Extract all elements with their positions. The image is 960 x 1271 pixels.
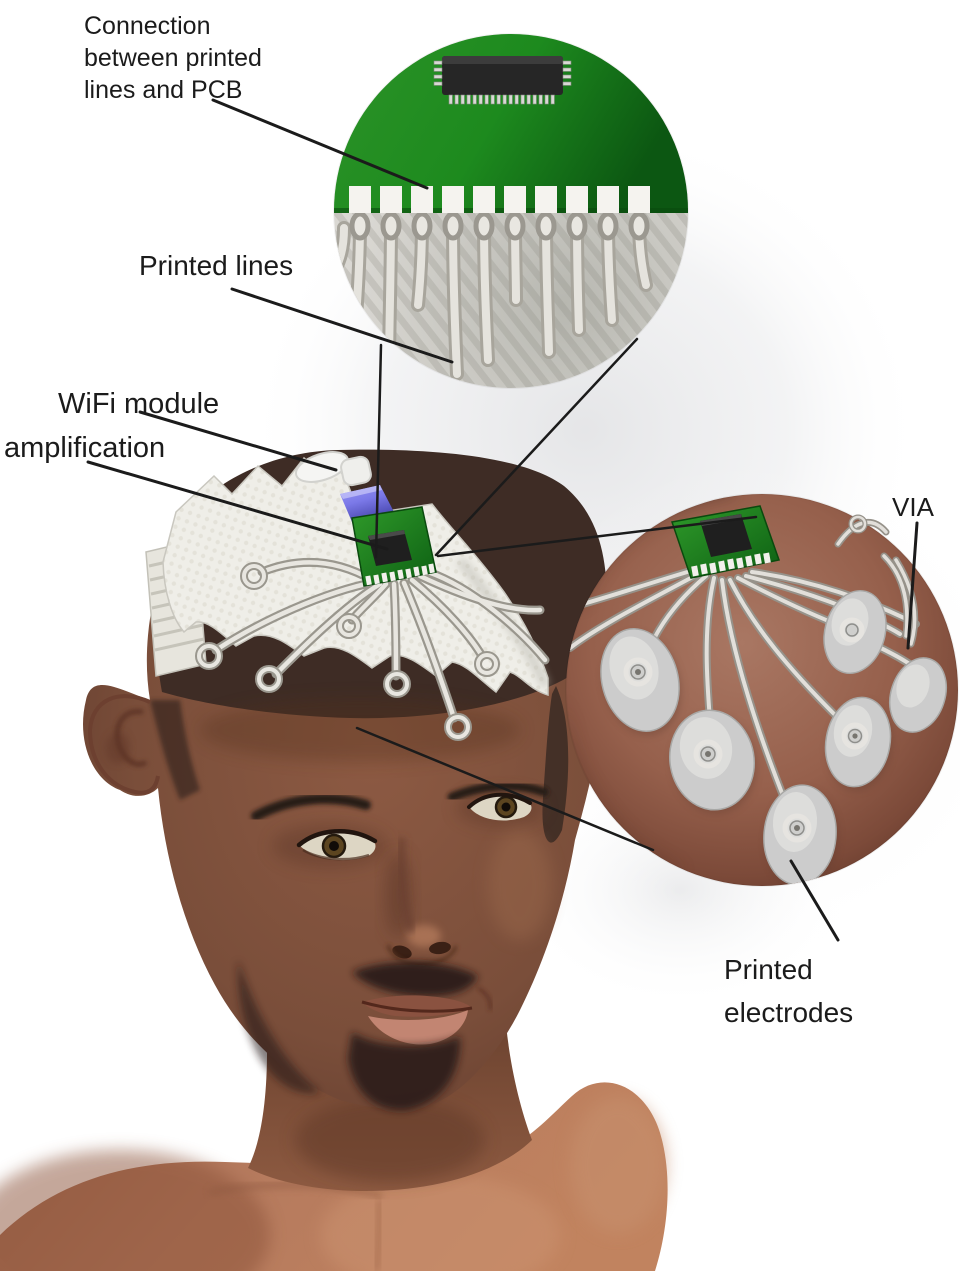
ear	[87, 694, 160, 795]
electrode	[824, 696, 893, 791]
electrode	[889, 657, 947, 733]
eyebrow-left	[251, 793, 371, 821]
label-via: VIA	[892, 492, 934, 522]
label-line: Connection	[84, 12, 211, 40]
leader-printed-electrodes	[789, 859, 840, 942]
eye-right	[467, 792, 532, 821]
link-right-inset-cap	[355, 726, 655, 852]
sideburn	[542, 686, 569, 843]
link-top-inset-right	[434, 337, 639, 557]
leader-connection	[211, 98, 429, 190]
label-line: Printed	[724, 954, 813, 985]
electrode	[763, 784, 839, 886]
label-printed-electrodes: Printed electrodes	[724, 948, 853, 1034]
cap-printed-traces	[195, 557, 550, 741]
leader-printed-lines	[230, 287, 454, 364]
label-line: lines and PCB	[84, 76, 243, 104]
label-line: electrodes	[724, 997, 854, 1028]
leader-via	[906, 521, 919, 650]
electrode	[600, 628, 682, 736]
printed-electrode-discs	[600, 589, 947, 886]
leader-lines	[86, 98, 919, 942]
inset-pcb-connection	[333, 33, 689, 389]
electrode	[823, 589, 887, 675]
link-right-inset-pcb	[436, 515, 758, 558]
inset-pcb-pads	[349, 186, 650, 213]
electrode	[668, 709, 757, 814]
amplification-board	[340, 485, 437, 587]
leader-amplification	[86, 460, 389, 551]
inset-chip	[433, 56, 572, 105]
head-pcb-chip	[368, 530, 412, 566]
label-connection-between-printed-lines-and-pcb: Connection between printed lines and PCB	[84, 10, 262, 106]
eye-left	[296, 829, 378, 861]
label-line: between printed	[84, 44, 262, 72]
link-top-inset-left	[374, 343, 383, 559]
printed-line-ribbons	[334, 211, 653, 381]
leader-wifi-module	[138, 410, 338, 472]
label-amplification: amplification	[4, 432, 166, 464]
mouth	[237, 960, 492, 1111]
label-wifi-module: WiFi module	[58, 388, 220, 420]
man-figure	[0, 449, 668, 1271]
label-printed-lines: Printed lines	[139, 250, 294, 281]
